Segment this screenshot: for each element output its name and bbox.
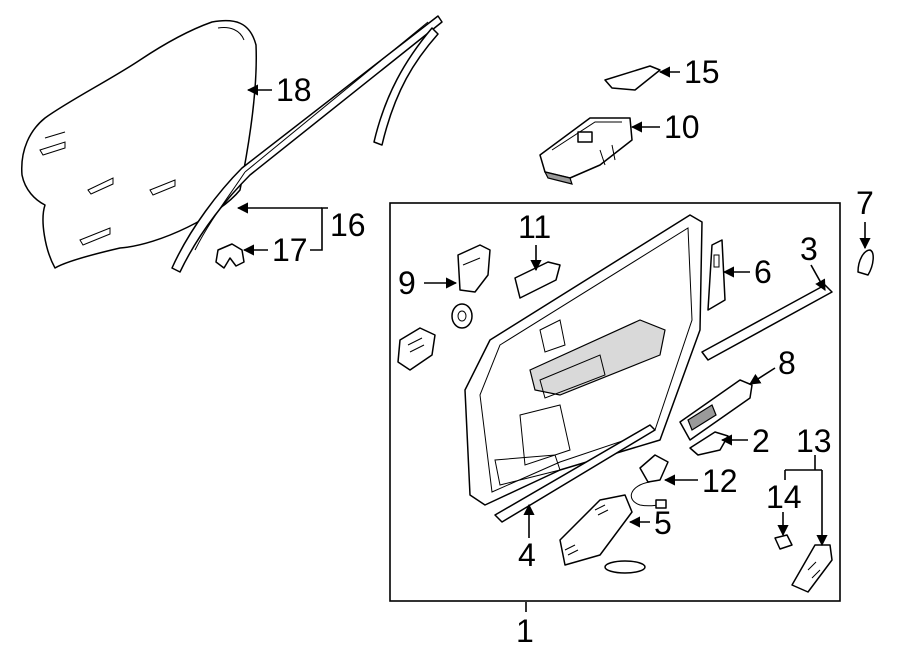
part-7-lens: [857, 249, 874, 276]
part-5-pocket: [559, 494, 646, 574]
callout-labels: 18 15 10 16 17 11 9 6 3 7 8 2 13 12 14 5…: [272, 54, 874, 649]
inner-handle-housing: [397, 327, 436, 371]
part-13-switch: [791, 544, 833, 593]
callout-17: 17: [272, 232, 308, 268]
part-15-pad: [604, 65, 661, 91]
part-4-lower-molding: [494, 424, 656, 523]
callout-8: 8: [778, 345, 796, 381]
part-1-group-box: [389, 202, 841, 602]
part-3-belt-molding: [701, 284, 833, 361]
callout-16: 16: [330, 207, 366, 243]
callout-4: 4: [518, 537, 536, 573]
callout-12: 12: [702, 463, 738, 499]
part-8-switch-panel: [679, 379, 753, 441]
part-12-lamp: [630, 454, 669, 509]
callout-7: 7: [856, 185, 874, 221]
callout-15: 15: [684, 54, 720, 90]
callout-18: 18: [276, 72, 312, 108]
part-14-clip: [774, 534, 793, 550]
part-10-window-switch: [539, 117, 633, 185]
leader-lines: [236, 66, 871, 612]
part-17-clip: [215, 243, 245, 269]
part-6-bracket: [707, 239, 726, 311]
part-9-handle: [451, 244, 491, 329]
callout-9: 9: [398, 265, 416, 301]
callout-3: 3: [800, 231, 818, 267]
callout-1: 1: [516, 613, 534, 649]
callout-6: 6: [754, 254, 772, 290]
callout-2: 2: [752, 423, 770, 459]
callout-14: 14: [766, 479, 802, 515]
callout-13: 13: [796, 423, 832, 459]
part-11-bezel: [514, 261, 561, 299]
callout-11: 11: [518, 209, 551, 245]
callout-10: 10: [664, 109, 700, 145]
part-18-water-shield: [21, 19, 258, 269]
part-16-run-channel: [171, 15, 443, 273]
callout-5: 5: [654, 505, 672, 541]
